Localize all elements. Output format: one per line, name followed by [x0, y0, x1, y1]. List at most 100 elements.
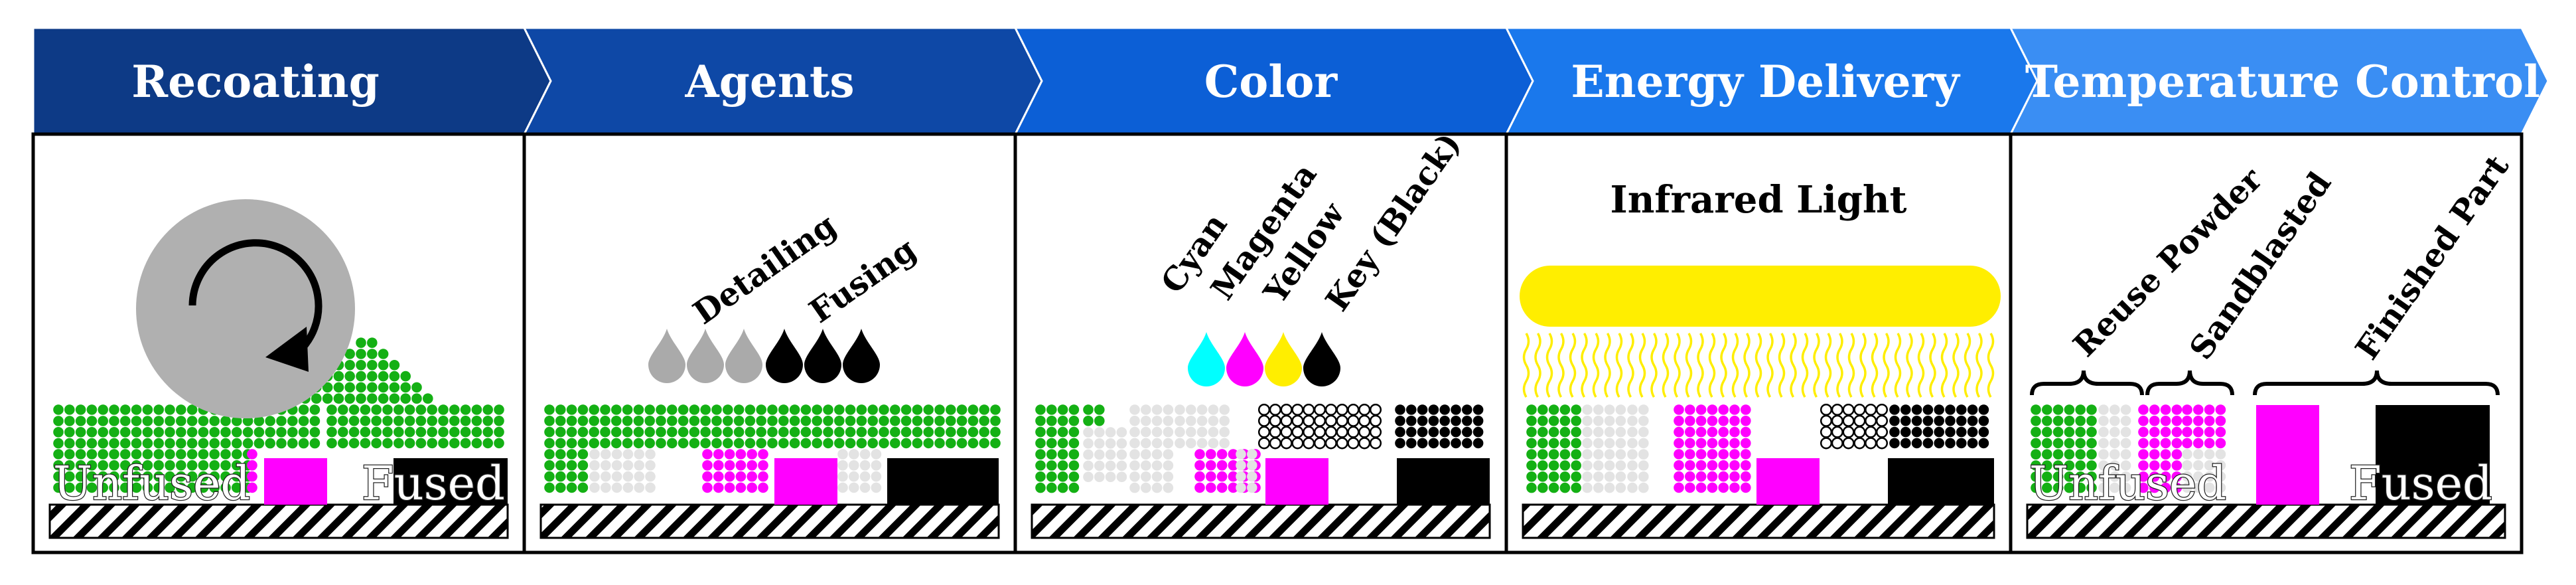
- detailing-droplet-icon: [648, 329, 685, 383]
- powder-particle: [1358, 414, 1371, 427]
- powder-particle: [1674, 449, 1684, 460]
- powder-particle: [1695, 426, 1707, 438]
- powder-particle: [1831, 437, 1843, 450]
- powder-particle: [1395, 426, 1405, 438]
- powder-particle: [611, 449, 622, 460]
- infrared-wave: [1975, 333, 1983, 398]
- powder-particle: [86, 460, 98, 471]
- infrared-wave: [1627, 333, 1634, 398]
- powder-particle: [837, 460, 848, 471]
- powder-particle: [1257, 437, 1271, 450]
- infrared-wave: [1545, 333, 1553, 398]
- powder-particle: [1057, 438, 1068, 449]
- powder-particle: [2086, 482, 2097, 493]
- powder-particle: [1151, 404, 1163, 415]
- powder-particle: [1057, 404, 1068, 415]
- powder-particle: [900, 416, 912, 426]
- powder-particle: [1163, 482, 1174, 493]
- powder-particle: [220, 482, 231, 493]
- powder-particle: [601, 449, 611, 460]
- black-droplet-icon: [1303, 332, 1340, 386]
- powder-particle: [1472, 404, 1484, 415]
- powder-particle: [471, 416, 482, 426]
- powder-particle: [1094, 460, 1105, 471]
- powder-particle: [2182, 482, 2192, 493]
- powder-particle: [86, 416, 98, 426]
- powder-particle: [633, 426, 644, 438]
- powder-particle: [2110, 460, 2120, 471]
- powder-particle: [2086, 438, 2097, 449]
- powder-particle: [1559, 471, 1571, 482]
- powder-particle: [1674, 416, 1684, 426]
- powder-particle: [2204, 460, 2215, 471]
- powder-particle: [1347, 403, 1360, 416]
- build-plate-energy: [1522, 503, 1995, 539]
- powder-particle: [1674, 404, 1684, 415]
- powder-particle: [153, 449, 164, 460]
- powder-particle: [1219, 416, 1230, 426]
- infrared-wave: [1604, 333, 1611, 398]
- powder-particle: [1627, 482, 1638, 493]
- powder-particle: [64, 471, 75, 482]
- powder-particle: [1129, 482, 1140, 493]
- powder-particle: [745, 438, 756, 449]
- powder-particle: [577, 482, 589, 493]
- powder-particle: [2138, 404, 2149, 415]
- powder-particle: [98, 460, 108, 471]
- powder-particle: [265, 416, 276, 426]
- powder-particle: [153, 460, 164, 471]
- powder-particle: [1116, 438, 1127, 449]
- powder-particle: [404, 426, 415, 438]
- powder-particle: [2182, 416, 2192, 426]
- powder-particle: [566, 471, 577, 482]
- powder-particle: [2052, 438, 2064, 449]
- powder-particle: [1219, 404, 1230, 415]
- powder-particle: [2052, 449, 2064, 460]
- powder-particle: [198, 438, 209, 449]
- powder-particle: [1695, 416, 1707, 426]
- powder-particle: [360, 438, 371, 449]
- powder-particle: [1046, 460, 1057, 471]
- powder-particle: [460, 404, 471, 415]
- powder-particle: [2120, 449, 2131, 460]
- powder-particle: [1280, 414, 1293, 427]
- stage-header-bar: Recoating Agents Color Energy Delivery T…: [32, 27, 2549, 135]
- powder-particle: [232, 427, 242, 438]
- powder-particle: [1604, 471, 1615, 482]
- powder-particle: [1707, 482, 1718, 493]
- powder-particle: [2042, 416, 2052, 426]
- powder-particle: [2098, 404, 2109, 415]
- powder-particle: [348, 404, 360, 415]
- powder-particle: [232, 449, 242, 460]
- powder-particle: [131, 438, 142, 449]
- agents-powder-layer: [544, 404, 1001, 493]
- powder-particle: [1685, 449, 1695, 460]
- powder-particle: [326, 416, 337, 426]
- powder-particle: [923, 404, 934, 415]
- powder-particle: [1889, 438, 1900, 449]
- powder-particle: [1548, 416, 1559, 426]
- powder-particle: [837, 482, 848, 493]
- powder-particle: [176, 438, 186, 449]
- powder-particle: [555, 449, 566, 460]
- powder-particle: [176, 427, 186, 438]
- powder-particle: [338, 426, 348, 438]
- powder-particle: [1627, 416, 1638, 426]
- infrared-wave: [1638, 333, 1646, 398]
- sandblasted-brace: [2145, 370, 2234, 396]
- powder-particle: [176, 416, 186, 426]
- agents-magenta-block: [774, 458, 837, 505]
- powder-particle: [198, 416, 209, 426]
- powder-particle: [1247, 471, 1257, 482]
- recoating-content: Unfused Fused: [52, 199, 508, 511]
- powder-particle: [702, 449, 713, 460]
- powder-particle: [1163, 416, 1174, 426]
- powder-particle: [946, 438, 956, 449]
- powder-particle: [2149, 416, 2160, 426]
- powder-particle: [2182, 404, 2192, 415]
- powder-particle: [142, 427, 153, 438]
- powder-particle: [934, 426, 945, 438]
- powder-particle: [1417, 404, 1428, 415]
- powder-particle: [2120, 471, 2131, 482]
- powder-particle: [2171, 416, 2182, 426]
